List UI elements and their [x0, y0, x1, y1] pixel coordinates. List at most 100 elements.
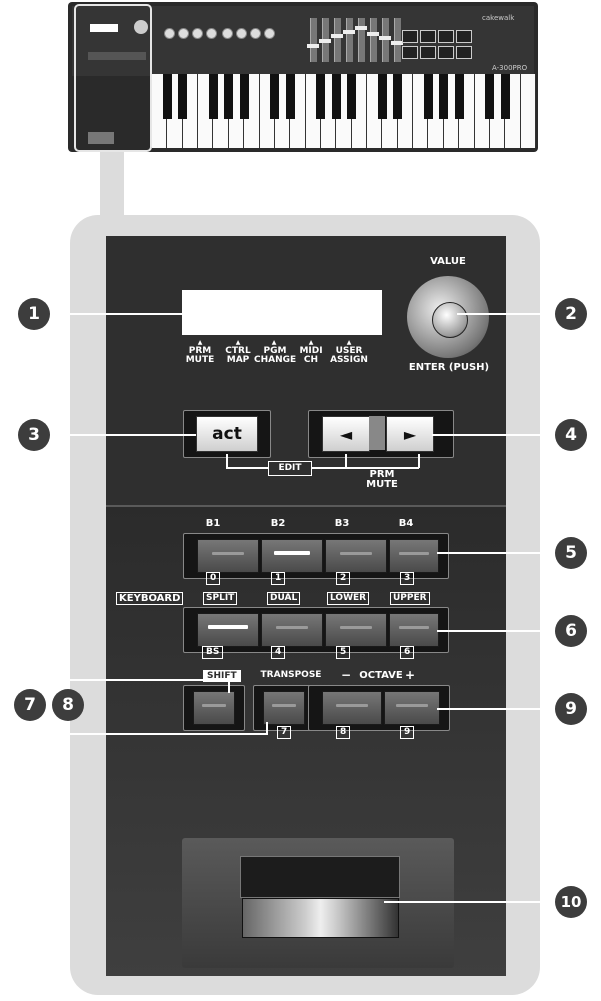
- mini-display: [90, 24, 118, 32]
- callout-line-6: [437, 630, 557, 632]
- callout-line-4: [432, 434, 557, 436]
- callout-3: 3: [18, 419, 50, 451]
- model-label: A-300PRO: [492, 64, 528, 72]
- number-1: 1: [271, 572, 286, 585]
- octave-label: OCTAVE: [359, 670, 403, 681]
- mini-pitch-wheel: [88, 132, 114, 144]
- split-label: SPLIT: [203, 592, 238, 605]
- b4-label: B4: [398, 518, 414, 529]
- callout-line-9: [437, 708, 557, 710]
- octave-down-button[interactable]: [322, 691, 382, 725]
- callout-9: 9: [555, 693, 587, 725]
- indicator-arrow: ▲: [308, 339, 314, 346]
- octave-plus: +: [404, 668, 416, 682]
- prm-center-divider: [369, 416, 385, 450]
- indicator-arrow: ▲: [197, 339, 203, 346]
- b2-button[interactable]: [261, 539, 323, 573]
- prm-left-button[interactable]: ◄: [322, 416, 370, 452]
- connector-wedge: [100, 152, 124, 222]
- black-key: [331, 74, 341, 119]
- callout-line-2: [457, 313, 557, 315]
- callout-1: 1: [18, 298, 50, 330]
- prm-right-button[interactable]: ►: [386, 416, 434, 452]
- edit-bracket: [226, 467, 419, 469]
- enter-push-label: ENTER (PUSH): [408, 362, 490, 373]
- highlight-box: [74, 4, 152, 152]
- callout-10: 10: [555, 886, 587, 918]
- b4-button[interactable]: [389, 539, 439, 573]
- callout-line-10: [384, 901, 557, 903]
- lower-button[interactable]: [325, 613, 387, 647]
- number-6: 6: [400, 646, 415, 659]
- black-key: [423, 74, 433, 119]
- black-key: [162, 74, 172, 119]
- number-4: 4: [271, 646, 286, 659]
- dual-label: DUAL: [267, 592, 301, 605]
- black-key: [270, 74, 280, 119]
- transpose-button[interactable]: [263, 691, 305, 725]
- split-button[interactable]: [197, 613, 259, 647]
- edit-bracket: [345, 454, 347, 468]
- callout-line-8: [68, 733, 268, 735]
- callout-6: 6: [555, 615, 587, 647]
- indicator-arrow: ▲: [346, 339, 352, 346]
- callout-line-1: [48, 313, 244, 315]
- callout-line-7: [228, 679, 230, 693]
- dual-button[interactable]: [261, 613, 323, 647]
- pitch-wheel-slot: [240, 856, 400, 898]
- number-0: 0: [206, 572, 221, 585]
- callout-8: 8: [52, 689, 84, 721]
- lcd-display: [182, 290, 382, 335]
- act-button[interactable]: act: [196, 416, 258, 452]
- octave-minus: −: [340, 668, 352, 682]
- b1-button[interactable]: [197, 539, 259, 573]
- shift-button[interactable]: [193, 691, 235, 725]
- lower-label: LOWER: [327, 592, 370, 605]
- number-3: 3: [400, 572, 415, 585]
- brand-label: cakewalk: [482, 14, 515, 22]
- mini-dial: [134, 20, 148, 34]
- edit-bracket: [418, 454, 420, 468]
- panel-divider: [106, 505, 506, 507]
- b3-label: B3: [334, 518, 350, 529]
- transpose-label: TRANSPOSE: [260, 670, 322, 680]
- callout-5: 5: [555, 537, 587, 569]
- black-key: [316, 74, 326, 119]
- b3-button[interactable]: [325, 539, 387, 573]
- keyboard-illustration: cakewalk A-300PRO: [68, 2, 538, 152]
- black-key: [454, 74, 464, 119]
- black-key: [208, 74, 218, 119]
- callout-line-8: [68, 712, 70, 734]
- mini-buttons: [88, 52, 146, 60]
- edit-bracket: [226, 454, 228, 468]
- number-8: 8: [336, 726, 351, 739]
- keyboard-control-panel: cakewalk A-300PRO: [72, 6, 534, 76]
- callout-line-8: [266, 722, 268, 734]
- number-7: 7: [277, 726, 292, 739]
- octave-up-button[interactable]: [384, 691, 440, 725]
- black-key: [285, 74, 295, 119]
- upper-button[interactable]: [389, 613, 439, 647]
- callout-line-5: [437, 552, 557, 554]
- black-key: [485, 74, 495, 119]
- value-dial-center[interactable]: [432, 302, 468, 338]
- indicator-arrow: ▲: [235, 339, 241, 346]
- pitch-wheel[interactable]: [242, 898, 399, 938]
- number-2: 2: [336, 572, 351, 585]
- number-9: 9: [400, 726, 415, 739]
- b1-label: B1: [205, 518, 221, 529]
- black-key: [347, 74, 357, 119]
- black-key: [239, 74, 249, 119]
- number-5: 5: [336, 646, 351, 659]
- callout-line-7: [70, 679, 230, 681]
- value-label: VALUE: [430, 256, 466, 267]
- keyboard-section-label: KEYBOARD: [116, 592, 184, 605]
- edit-label: EDIT: [268, 461, 312, 476]
- black-key: [224, 74, 234, 119]
